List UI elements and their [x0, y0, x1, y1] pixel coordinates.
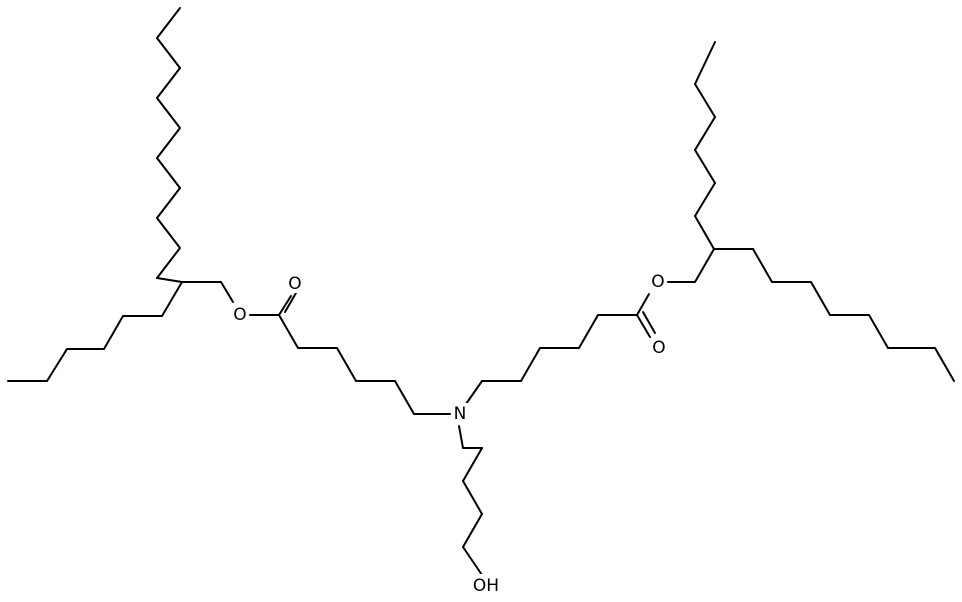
- hydroxyl-group-label: OH: [473, 576, 499, 596]
- carbonyl-oxygen-right-label: O: [652, 338, 665, 358]
- bond-lines: [7, 7, 955, 576]
- carbonyl-oxygen-left-label: O: [288, 274, 301, 294]
- ester-oxygen-right-label: O: [651, 272, 664, 292]
- atom-labels: O O N O O OH: [232, 272, 667, 596]
- ester-oxygen-left-label: O: [233, 305, 246, 325]
- amine-nitrogen-label: N: [454, 404, 467, 424]
